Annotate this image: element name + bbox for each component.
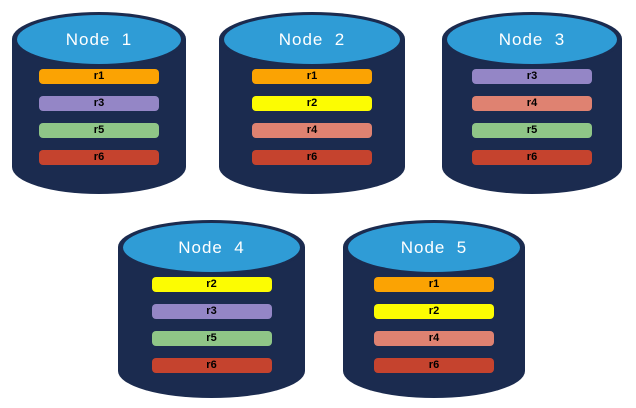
replica-list: r1 r3 r5 r6 xyxy=(39,69,159,165)
node-title: Node 1 xyxy=(65,29,133,49)
node-cylinder-2: Node 2 r1 r2 r4 r6 xyxy=(219,12,405,194)
replica-bar: r5 xyxy=(472,123,592,138)
replica-bar: r3 xyxy=(472,69,592,84)
replica-bar: r4 xyxy=(472,96,592,111)
replica-bar: r6 xyxy=(151,358,272,373)
replica-bar: r2 xyxy=(151,277,272,292)
replica-bar: r2 xyxy=(252,96,372,111)
node-title: Node 4 xyxy=(178,237,245,257)
cylinder-top: Node 5 xyxy=(348,223,520,272)
replica-bar: r3 xyxy=(151,304,272,319)
replica-list: r3 r4 r5 r6 xyxy=(472,69,592,165)
node-title: Node 5 xyxy=(400,237,468,257)
node-cylinder-3: Node 3 r3 r4 r5 r6 xyxy=(442,12,622,194)
node-cylinder-4: Node 4 r2 r3 r5 r6 xyxy=(118,220,305,398)
cylinder-top: Node 2 xyxy=(224,15,400,64)
cylinder-top: Node 1 xyxy=(17,15,181,64)
node-title: Node 3 xyxy=(498,29,566,49)
replica-bar: r4 xyxy=(374,331,494,346)
replica-bar: r6 xyxy=(39,150,159,165)
replica-bar: r1 xyxy=(39,69,159,84)
replica-bar: r2 xyxy=(374,304,494,319)
node-cylinder-1: Node 1 r1 r3 r5 r6 xyxy=(12,12,186,194)
replica-bar: r6 xyxy=(374,358,494,373)
replica-list: r1 r2 r4 r6 xyxy=(374,277,494,373)
replica-bar: r3 xyxy=(39,96,159,111)
replica-bar: r1 xyxy=(374,277,494,292)
replica-list: r1 r2 r4 r6 xyxy=(252,69,372,165)
node-cylinder-5: Node 5 r1 r2 r4 r6 xyxy=(343,220,525,398)
replica-bar: r6 xyxy=(252,150,372,165)
replica-bar: r6 xyxy=(472,150,592,165)
replica-bar: r5 xyxy=(151,331,272,346)
replica-list: r2 r3 r5 r6 xyxy=(151,277,272,373)
replica-bar: r5 xyxy=(39,123,159,138)
replica-bar: r1 xyxy=(252,69,372,84)
cylinder-top: Node 3 xyxy=(447,15,617,64)
replica-bar: r4 xyxy=(252,123,372,138)
cylinder-top: Node 4 xyxy=(123,223,300,272)
node-title: Node 2 xyxy=(278,29,346,49)
